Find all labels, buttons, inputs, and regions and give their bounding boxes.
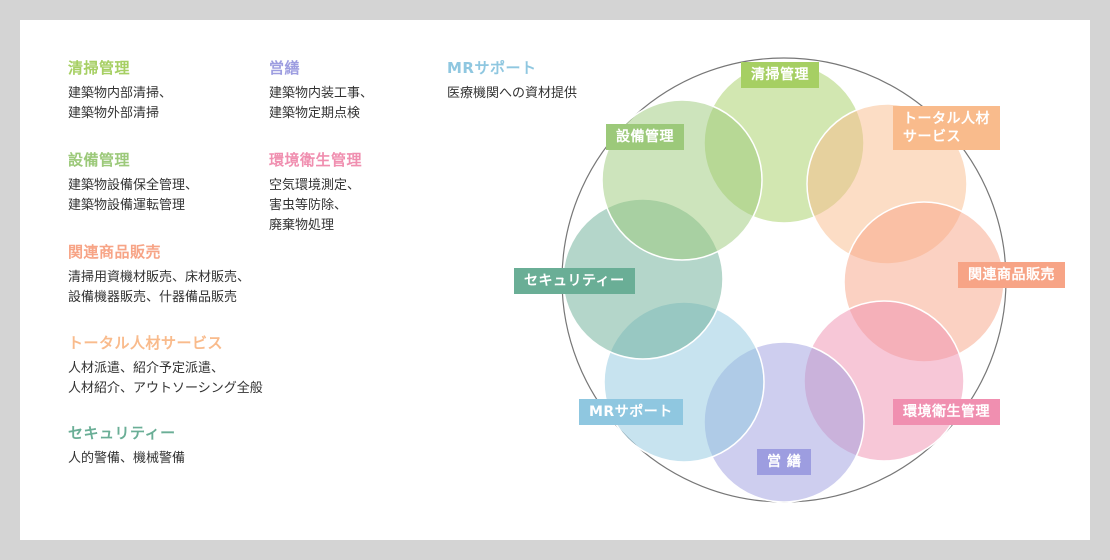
diagram-label-facility: 設備管理 <box>606 124 684 150</box>
service-description: 人的警備、機械警備 <box>68 451 186 466</box>
service-environment: 環境衛生管理 空気環境測定、 害虫等防除、 廃棄物処理 <box>269 150 362 236</box>
service-title: セキュリティー <box>68 424 176 442</box>
service-products: 関連商品販売 清掃用資機材販売、床材販売、 設備機器販売、什器備品販売 <box>68 242 250 308</box>
service-title: 営繕 <box>269 59 301 77</box>
diagram-label-construction: 営 繕 <box>757 449 812 475</box>
service-title: MRサポート <box>447 59 537 77</box>
diagram-label-staffing: トータル人材 サービス <box>893 106 1000 150</box>
service-cleaning: 清掃管理 建築物内部清掃、 建築物外部清掃 <box>68 58 172 124</box>
service-description: 空気環境測定、 害虫等防除、 廃棄物処理 <box>269 178 361 233</box>
service-title: 環境衛生管理 <box>269 151 363 169</box>
service-security: セキュリティー 人的警備、機械警備 <box>68 423 185 469</box>
service-description: 清掃用資機材販売、床材販売、 設備機器販売、什器備品販売 <box>68 270 251 305</box>
service-facility: 設備管理 建築物設備保全管理、 建築物設備運転管理 <box>68 150 198 216</box>
service-mr: MRサポート 医療機関への資材提供 <box>447 58 577 104</box>
content-panel: 清掃管理 建築物内部清掃、 建築物外部清掃 営繕 建築物内装工事、 建築物定期点… <box>20 20 1090 540</box>
diagram-label-mr: MRサポート <box>579 399 683 425</box>
diagram-label-cleaning: 清掃管理 <box>741 62 819 88</box>
diagram-label-security: セキュリティー <box>514 268 635 294</box>
service-description: 医療機関への資材提供 <box>447 86 578 101</box>
service-description: 建築物内部清掃、 建築物外部清掃 <box>68 86 173 121</box>
service-staffing: トータル人材サービス 人材派遣、紹介予定派遣、 人材紹介、アウトソーシング全般 <box>68 333 263 399</box>
service-description: 人材派遣、紹介予定派遣、 人材紹介、アウトソーシング全般 <box>68 361 263 396</box>
service-title: 関連商品販売 <box>68 243 162 261</box>
diagram-label-products: 関連商品販売 <box>958 262 1065 288</box>
service-title: 設備管理 <box>68 151 131 169</box>
service-description: 建築物設備保全管理、 建築物設備運転管理 <box>68 178 199 213</box>
service-title: トータル人材サービス <box>68 334 224 352</box>
diagram-label-environment: 環境衛生管理 <box>893 399 1000 425</box>
service-title: 清掃管理 <box>68 59 131 77</box>
service-construction: 営繕 建築物内装工事、 建築物定期点検 <box>269 58 373 124</box>
service-description: 建築物内装工事、 建築物定期点検 <box>269 86 374 121</box>
